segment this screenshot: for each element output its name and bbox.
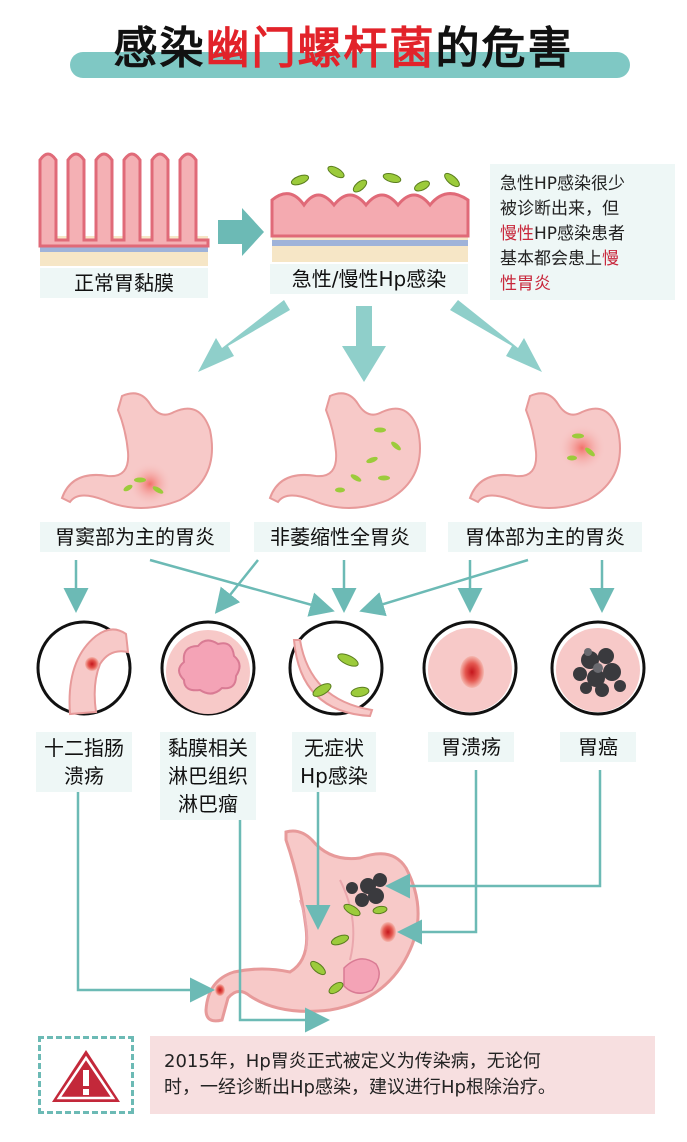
outcome-gastric-cancer-label: 胃癌 bbox=[560, 732, 636, 762]
outcome-malt-line-3: 淋巴瘤 bbox=[178, 792, 238, 816]
note-line-3-rest: HP感染患者 bbox=[534, 224, 626, 244]
connector-arrows bbox=[63, 558, 615, 617]
title-part-3: 的危害 bbox=[435, 23, 574, 74]
outcome-asymptomatic-label: 无症状 Hp感染 bbox=[292, 732, 376, 792]
infection-label: 急性/慢性Hp感染 bbox=[270, 264, 468, 294]
page-title: 感染幽门螺杆菌的危害 bbox=[0, 12, 687, 76]
outcome-malt-circle bbox=[160, 620, 256, 716]
outcome-gastric-cancer-circle bbox=[550, 620, 646, 716]
outcome-gastric-ulcer-circle bbox=[422, 620, 518, 716]
note-line-5: 性胃炎 bbox=[500, 274, 551, 294]
outcome-duodenal-label: 十二指肠 溃疡 bbox=[36, 732, 132, 792]
title-bar bbox=[70, 52, 630, 78]
outcome-gastric-ulcer-label: 胃溃疡 bbox=[428, 732, 514, 762]
gastritis-corpus-label: 胃体部为主的胃炎 bbox=[448, 522, 642, 552]
outcome-connectors bbox=[76, 770, 602, 1033]
warning-icon-frame bbox=[38, 1036, 134, 1114]
outcome-asymptomatic-line-2: Hp感染 bbox=[300, 764, 368, 788]
outcome-duodenal-line-1: 十二指肠 bbox=[44, 736, 124, 760]
stomach-antral-illustration bbox=[60, 392, 213, 509]
note-line-1: 急性HP感染很少 bbox=[500, 174, 626, 194]
outcome-asymptomatic-line-1: 无症状 bbox=[304, 736, 364, 760]
big-stomach-illustration bbox=[204, 829, 420, 1023]
warning-line-1: 2015年，Hp胃炎正式被定义为传染病，无论何 bbox=[164, 1051, 541, 1072]
note-line-3: 慢性HP感染患者 bbox=[500, 222, 665, 247]
outcome-malt-line-1: 黏膜相关 bbox=[168, 736, 248, 760]
note-highlight-1: 慢性 bbox=[500, 224, 534, 244]
note-line-2: 被诊断出来，但 bbox=[500, 199, 619, 219]
gastritis-antral-label: 胃窦部为主的胃炎 bbox=[40, 522, 230, 552]
gastritis-pangastritis-label: 非萎缩性全胃炎 bbox=[254, 522, 426, 552]
note-line-4-plain: 基本都会患上 bbox=[500, 249, 602, 269]
outcome-malt-line-2: 淋巴组织 bbox=[168, 764, 248, 788]
warning-triangle-icon bbox=[52, 1050, 120, 1102]
infection-note: 急性HP感染很少 被诊断出来，但 慢性HP感染患者 基本都会患上慢 性胃炎 bbox=[490, 164, 675, 300]
warning-line-2: 时，一经诊断出Hp感染，建议进行Hp根除治疗。 bbox=[164, 1077, 556, 1098]
title-highlight: 幽门螺杆菌 bbox=[205, 23, 436, 74]
stomach-pangastritis-illustration bbox=[268, 392, 421, 509]
note-line-4: 基本都会患上慢 bbox=[500, 247, 665, 272]
stomach-corpus-illustration bbox=[468, 392, 621, 509]
outcome-duodenal-line-2: 溃疡 bbox=[64, 764, 104, 788]
outcome-malt-label: 黏膜相关 淋巴组织 淋巴瘤 bbox=[160, 732, 256, 820]
right-arrow-icon bbox=[218, 208, 264, 256]
branch-arrows bbox=[198, 300, 542, 382]
normal-mucosa-illustration bbox=[38, 152, 210, 266]
outcome-duodenal-circle bbox=[36, 620, 132, 716]
warning-text: 2015年，Hp胃炎正式被定义为传染病，无论何 时，一经诊断出Hp感染，建议进行… bbox=[150, 1036, 655, 1114]
infected-mucosa-illustration bbox=[270, 165, 470, 262]
outcome-asymptomatic-circle bbox=[288, 620, 384, 718]
normal-mucosa-label: 正常胃黏膜 bbox=[40, 268, 208, 298]
note-highlight-2: 慢 bbox=[602, 249, 619, 269]
title-part-1: 感染 bbox=[113, 23, 206, 74]
